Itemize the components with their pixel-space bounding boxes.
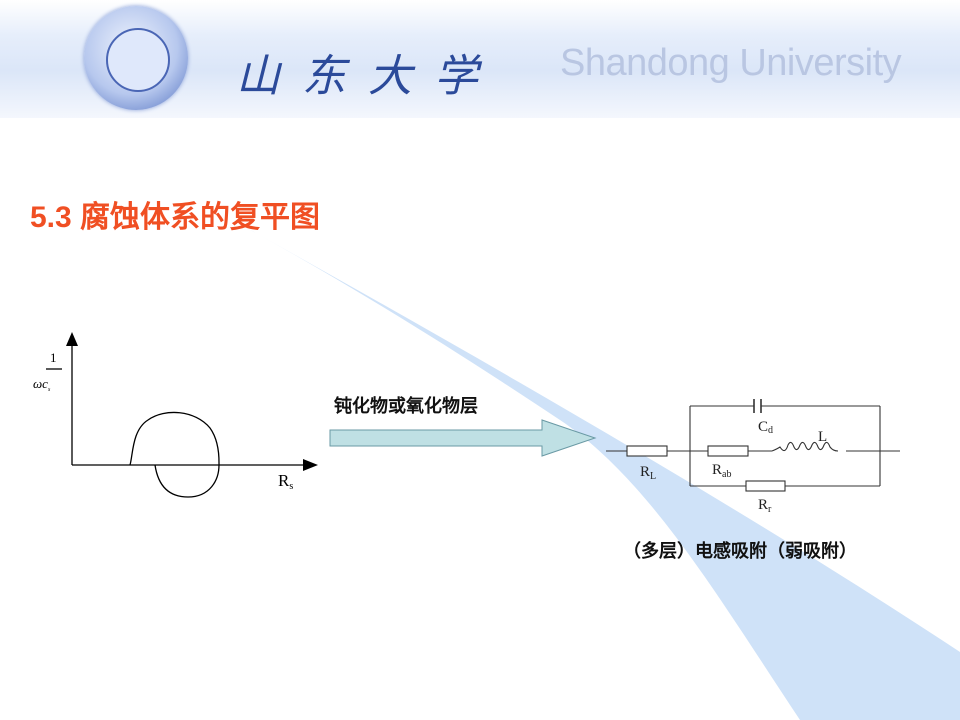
label-L: L xyxy=(818,429,827,445)
y-axis-arrow xyxy=(66,332,78,346)
university-header: 山东大学 Shandong University xyxy=(0,0,960,118)
y-label-den: ωcs xyxy=(33,376,51,393)
x-label: Rs xyxy=(278,471,293,492)
equivalent-circuit xyxy=(606,399,900,492)
university-seal-logo xyxy=(84,6,188,110)
arrow-label: 钝化物或氧化物层 xyxy=(334,396,478,416)
right-arrow xyxy=(329,419,597,457)
label-Rr: Rr xyxy=(758,497,772,515)
resistor-Rr xyxy=(745,480,786,492)
label-Cd: Cd xyxy=(758,419,773,436)
label-Rab: Rab xyxy=(712,462,731,480)
resistor-RL xyxy=(626,445,668,457)
resistor-Rab xyxy=(707,445,749,457)
english-university-name: Shandong University xyxy=(560,42,902,84)
label-RL: RL xyxy=(640,464,656,482)
impedance-curve xyxy=(129,411,220,498)
chinese-university-name: 山东大学 xyxy=(236,51,500,102)
inductor-L xyxy=(771,441,839,452)
slide-title: 5.3 腐蚀体系的复平图 xyxy=(30,201,321,234)
x-axis-arrow xyxy=(303,459,318,471)
circuit-caption: （多层）电感吸附（弱吸附） xyxy=(623,541,857,561)
y-label-num: 1 xyxy=(50,350,57,365)
